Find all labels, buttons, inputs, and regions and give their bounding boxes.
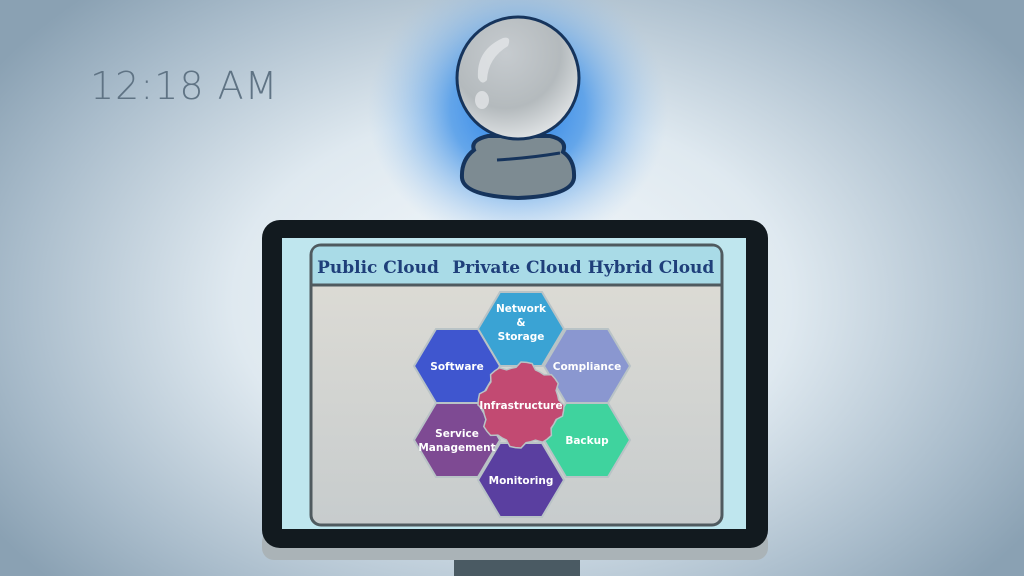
header-hybrid-cloud: Hybrid Cloud	[588, 258, 715, 278]
hex-backup-label: Backup	[565, 435, 609, 447]
header-private-cloud: Private Cloud	[452, 258, 581, 278]
hex-service-management-label: Service	[435, 428, 479, 440]
hex-network-storage-label: Storage	[498, 331, 545, 343]
hex-network-storage-label: &	[516, 317, 525, 329]
infrastructure-label: Infrastructure	[479, 400, 562, 412]
hex-service-management	[412, 402, 502, 478]
crystal-ball-icon	[455, 15, 581, 201]
hex-monitoring-label: Monitoring	[489, 475, 554, 487]
hex-monitoring	[476, 442, 566, 518]
hex-service-management-label: Management	[418, 442, 495, 454]
hex-backup	[542, 402, 632, 478]
header-public-cloud: Public Cloud	[317, 258, 439, 278]
clock-time: 12:18 AM	[90, 64, 279, 108]
hex-compliance-label: Compliance	[553, 361, 621, 373]
hex-software-label: Software	[430, 361, 483, 373]
infrastructure-gear	[477, 361, 565, 449]
hex-network-storage-label: Network	[496, 303, 547, 315]
